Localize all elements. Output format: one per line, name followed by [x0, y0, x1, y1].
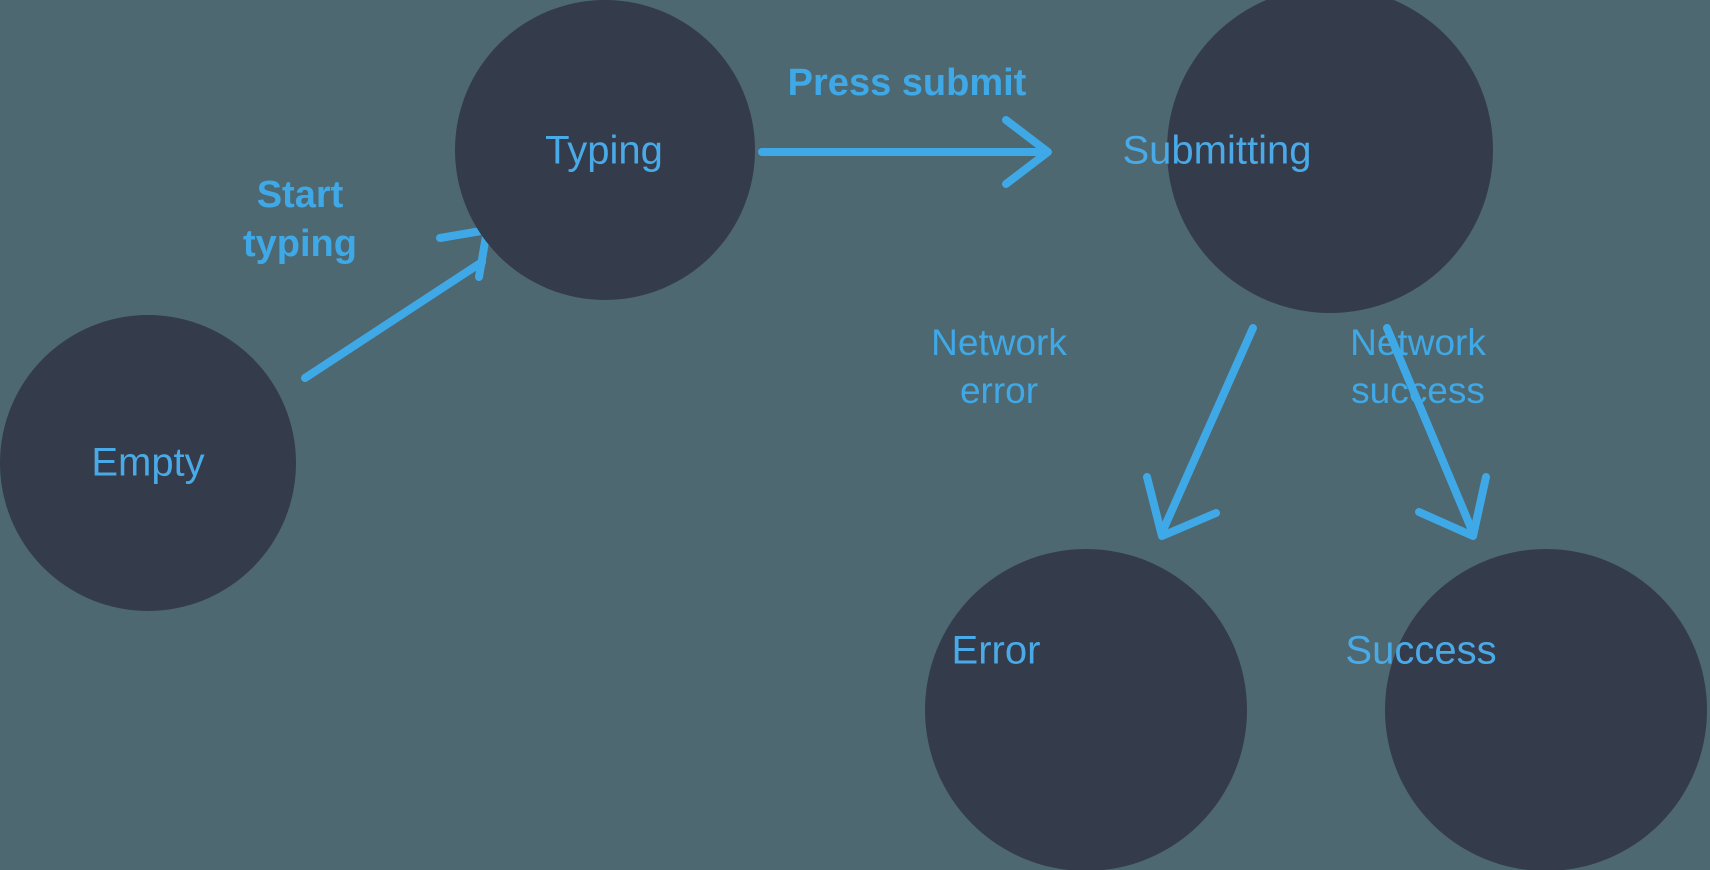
state-node-error-circle[interactable]: [925, 549, 1247, 870]
edge-label-network-error-line2: error: [960, 370, 1038, 411]
edge-empty-to-typing-line: [301, 258, 486, 382]
edge-label-start-typing-line2: typing: [243, 223, 357, 265]
state-node-typing-circle[interactable]: [455, 0, 755, 300]
edge-label-press-submit: Press submit: [788, 62, 1027, 104]
edge-label-network-success-line2: success: [1351, 370, 1485, 411]
state-node-success-circle[interactable]: [1385, 549, 1707, 870]
edge-submitting-to-success-arrowhead: [1415, 473, 1490, 540]
state-node-empty-circle[interactable]: [0, 315, 296, 611]
state-node-success-label: Success: [1345, 629, 1496, 673]
edge-typing-to-submitting: [758, 116, 1052, 188]
state-node-empty-label: Empty: [91, 441, 204, 485]
edge-submitting-to-success: [1383, 324, 1490, 540]
edge-typing-to-submitting-arrowhead: [1002, 116, 1052, 188]
edge-label-start-typing-line1: Start: [257, 174, 344, 216]
state-node-success[interactable]: Success: [1345, 549, 1707, 870]
edge-submitting-to-error-line: [1160, 324, 1257, 532]
state-node-submitting[interactable]: Submitting: [1123, 0, 1493, 313]
edge-submitting-to-error: [1143, 324, 1257, 540]
edge-label-network-error-line1: Network: [931, 322, 1067, 363]
edge-label-network-success-line1: Network: [1350, 322, 1486, 363]
state-node-error[interactable]: Error: [925, 549, 1247, 870]
state-node-submitting-label: Submitting: [1123, 129, 1312, 173]
state-node-error-label: Error: [952, 629, 1041, 673]
state-node-empty[interactable]: Empty: [0, 315, 296, 611]
state-node-typing[interactable]: Typing: [455, 0, 755, 300]
edge-submitting-to-success-line: [1383, 324, 1475, 532]
state-node-submitting-circle[interactable]: [1167, 0, 1493, 313]
state-node-typing-label: Typing: [545, 129, 663, 173]
edge-submitting-to-error-arrowhead: [1143, 473, 1220, 540]
